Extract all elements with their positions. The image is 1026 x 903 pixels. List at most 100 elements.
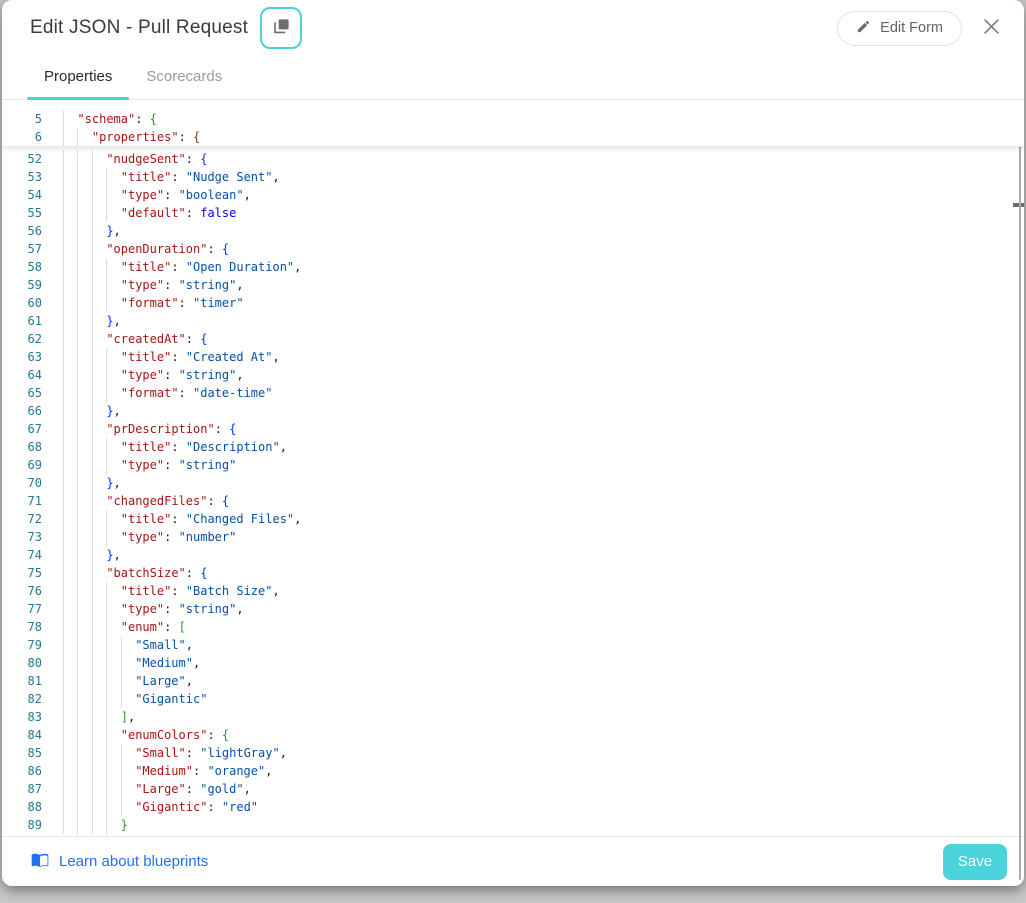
close-button[interactable] [978,15,1004,41]
code-line: 52"nudgeSent": { [2,150,1024,168]
indent-guide [91,384,106,402]
token-p: : [164,188,179,202]
code-line-content[interactable]: }, [42,546,121,564]
code-line-content[interactable]: "title": "Batch Size", [42,582,280,600]
indent-guide [63,456,77,474]
code-line-content[interactable]: "enum": [ [42,618,186,636]
code-line-content[interactable]: "type": "string", [42,276,244,294]
indent-guide [63,618,77,636]
indent-guide [91,762,106,780]
edit-form-button[interactable]: Edit Form [837,10,962,46]
code-line-content[interactable]: "openDuration": { [42,240,229,258]
code-line-content[interactable]: "Medium": "orange", [42,762,272,780]
code-line-content[interactable]: "format": "date-time" [42,384,272,402]
code-line-content[interactable]: "type": "string", [42,366,244,384]
code-line-content[interactable]: "enumColors": { [42,726,229,744]
code-line-content[interactable]: } [42,816,128,834]
indent-guide [77,474,91,492]
code-line-content[interactable]: "Gigantic": "red" [42,798,258,816]
indent-guide [77,762,91,780]
line-number: 79 [27,638,42,652]
code-line-content[interactable]: "schema": { [42,110,157,128]
code-line-content[interactable]: "Gigantic" [42,690,207,708]
indent-guide [91,600,106,618]
code-line-content[interactable]: ], [42,708,135,726]
tab-properties[interactable]: Properties [27,68,130,100]
code-line-content[interactable]: }, [42,222,121,240]
token-p: , [113,548,121,562]
indent-guide [91,330,106,348]
code-line-content[interactable]: "title": "Nudge Sent", [42,168,280,186]
code-line-content[interactable]: "title": "Created At", [42,348,280,366]
code-line-content[interactable]: "type": "number" [42,528,236,546]
indent-guide [63,474,77,492]
code-line-content[interactable]: "title": "Changed Files", [42,510,301,528]
code-line-content[interactable]: "Medium", [42,654,200,672]
code-line-content[interactable]: "Large": "gold", [42,780,251,798]
modal-footer: Learn about blueprints Save [2,836,1024,886]
line-number: 66 [27,404,42,418]
indent-guide [77,456,91,474]
code-line-content[interactable]: "properties": { [42,128,200,146]
code-line-content[interactable]: "title": "Open Duration", [42,258,301,276]
indent-guide [91,204,106,222]
token-p: : [164,530,179,544]
code-line: 5"schema": { [2,110,1024,128]
indent-guide [77,204,91,222]
code-line-content[interactable]: }, [42,474,121,492]
code-line-content[interactable]: "type": "boolean", [42,186,251,204]
code-line-content[interactable]: "Small": "lightGray", [42,744,287,762]
token-b5: } [120,818,128,832]
token-p: : [171,440,186,454]
editor-scrollbar-thumb[interactable] [1013,203,1024,207]
edit-form-label: Edit Form [880,20,943,36]
token-s: "orange" [207,764,266,778]
code-line-content[interactable]: "prDescription": { [42,420,236,438]
code-line-content[interactable]: }, [42,312,121,330]
code-line-content[interactable]: "changedFiles": { [42,492,229,510]
indent-guide [63,402,77,420]
code-line-content[interactable]: "format": "timer" [42,294,244,312]
indent-guide [106,582,120,600]
code-line-content[interactable]: "Small", [42,636,193,654]
indent-guide [91,258,106,276]
indent-guide [63,348,77,366]
save-button[interactable]: Save [943,843,1007,880]
token-b4: } [106,224,114,238]
line-number: 77 [27,602,42,616]
indent-guide [77,510,91,528]
code-line-content[interactable]: "type": "string" [42,456,236,474]
learn-about-blueprints-link[interactable]: Learn about blueprints [30,850,208,874]
code-line-content[interactable]: "Large", [42,672,193,690]
code-line-content[interactable]: "nudgeSent": { [42,150,207,168]
token-k: "format" [120,386,179,400]
token-s: "string" [178,602,237,616]
indent-guide [77,276,91,294]
token-s: "gold" [200,782,244,796]
indent-guide [77,780,91,798]
code-line-content[interactable]: "default": false [42,204,236,222]
indent-guide [91,168,106,186]
token-p: : [185,746,201,760]
code-line: 89} [2,816,1024,834]
code-line-content[interactable]: "title": "Description", [42,438,287,456]
line-number: 54 [27,188,42,202]
indent-guide [91,582,106,600]
code-line-content[interactable]: "batchSize": { [42,564,207,582]
indent-guide [63,276,77,294]
copy-button[interactable] [260,7,303,49]
code-line-content[interactable]: "createdAt": { [42,330,207,348]
token-p: : [207,494,222,508]
code-line: 74}, [2,546,1024,564]
indent-guide [106,762,120,780]
modal-scrollbar[interactable] [1019,104,1021,880]
code-line-content[interactable]: "type": "string", [42,600,244,618]
token-p: , [272,170,280,184]
indent-guide [63,636,77,654]
token-k: "title" [120,440,172,454]
indent-guide [91,222,106,240]
tab-scorecards[interactable]: Scorecards [129,68,239,99]
indent-guide [91,420,106,438]
code-line-content[interactable]: }, [42,402,121,420]
code-line: 86"Medium": "orange", [2,762,1024,780]
